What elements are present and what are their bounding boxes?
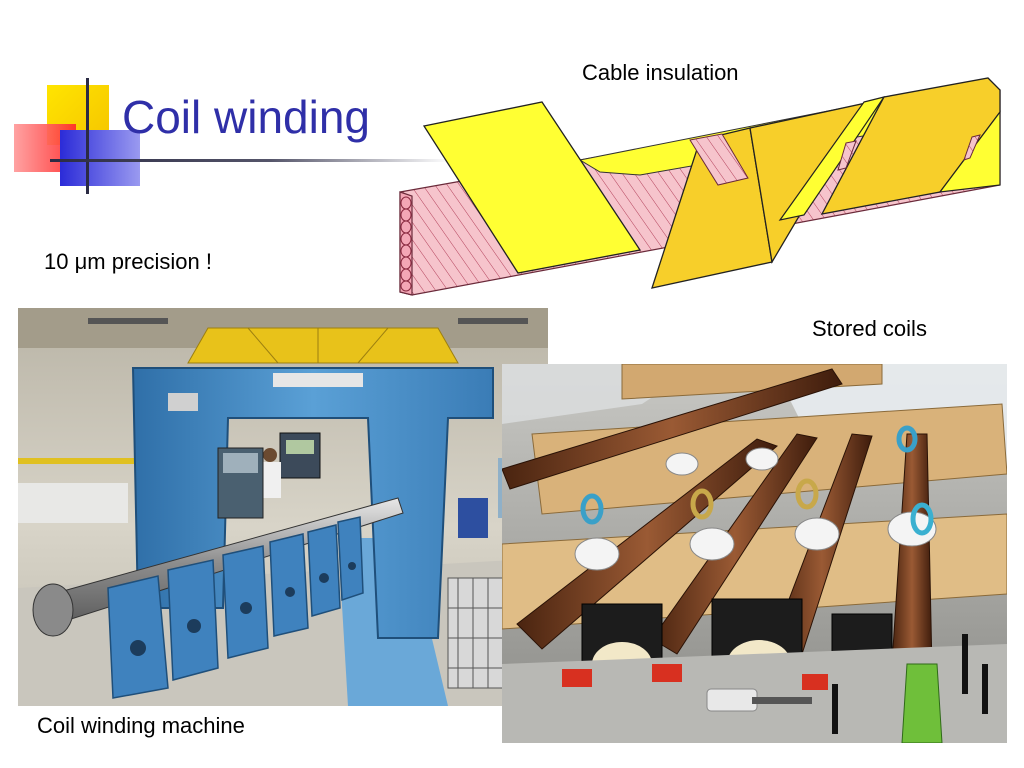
deco-blue-square (60, 130, 140, 186)
cable-strands (400, 196, 412, 292)
slide-title: Coil winding (122, 91, 371, 143)
tape-wrap-1 (422, 101, 642, 274)
cable-end (399, 191, 413, 296)
deco-vertical-line (86, 78, 89, 194)
cable-insulation-label: Cable insulation (582, 60, 739, 85)
coil-rod (516, 438, 778, 650)
coil-winding-machine-label: Coil winding machine (37, 713, 245, 738)
tape-wrap-3 (778, 96, 886, 221)
stored-coils-photo (502, 364, 1007, 743)
deco-horizontal-line (50, 159, 450, 162)
precision-note: 10 μm precision ! (44, 249, 212, 274)
coil-winding-machine-photo (18, 308, 548, 706)
cable-insulation-diagram (399, 77, 1001, 296)
stored-coils-label: Stored coils (812, 316, 927, 341)
